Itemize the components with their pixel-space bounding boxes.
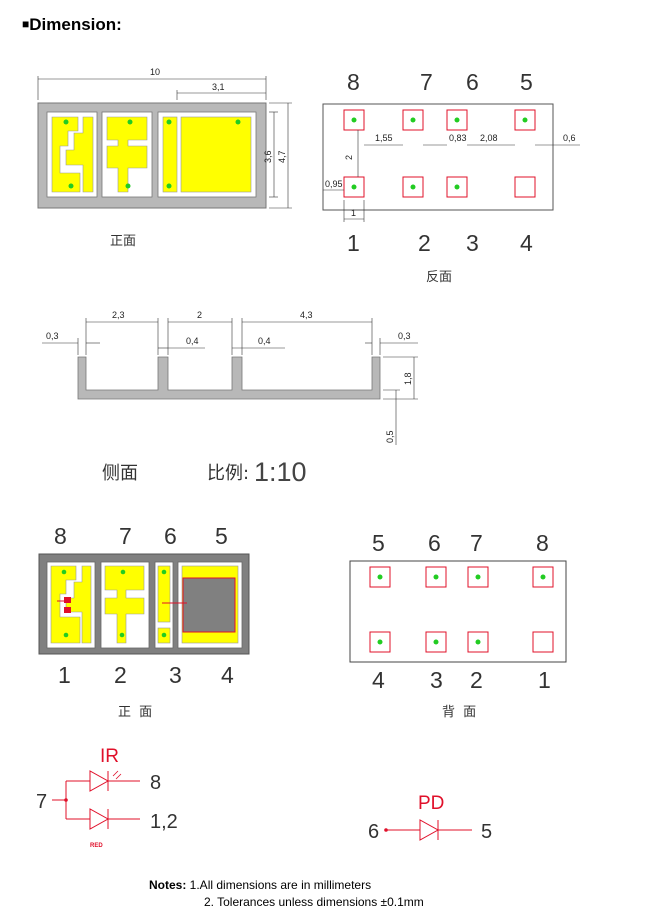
- bottom-view-label: 反面: [426, 270, 452, 285]
- bv-pin-top-1: 8: [347, 69, 360, 95]
- notes-line-2: 2. Tolerances unless dimensions ±0.1mm: [204, 895, 424, 909]
- side-view-label: 侧面: [102, 463, 138, 484]
- fv2-pin-bot-3: 3: [169, 662, 182, 688]
- dim-wall-r: 0,3: [398, 331, 411, 341]
- back-view-label: 背 面: [442, 705, 478, 720]
- bk-pin-top-1: 5: [372, 530, 385, 556]
- top-view: 10 3,1 3,6 4,7 正面: [37, 67, 292, 249]
- fv2-pin-bot-4: 4: [221, 662, 234, 688]
- fv2-pin-top-3: 6: [164, 523, 177, 549]
- dim-div2: 0,4: [258, 336, 271, 346]
- dim-seg1: 2,3: [112, 310, 125, 320]
- side-view: 2,3 2 4,3 0,3 0,3 0,4 0,4 1,8 0,5 侧面 比例:…: [42, 310, 418, 487]
- ir-schematic: IR 7 8 1,2 RED: [36, 746, 178, 849]
- dim-pitch-a: 1,55: [375, 133, 393, 143]
- dim-pad-h: 0,95: [325, 179, 343, 189]
- fv2-pin-top-2: 7: [119, 523, 132, 549]
- notes-line-1: 1.All dimensions are in millimeters: [186, 878, 372, 892]
- bv-pin-bot-2: 2: [418, 230, 431, 256]
- bv-pin-bot-3: 3: [466, 230, 479, 256]
- notes-block: Notes: 1.All dimensions are in millimete…: [149, 877, 424, 911]
- back-view: 5 6 7 8 4 3 2 1 背 面: [349, 530, 567, 720]
- ir-red-note: RED: [90, 843, 103, 849]
- dim-height: 1,8: [403, 372, 413, 385]
- fv2-pin-top-1: 8: [54, 523, 67, 549]
- dim-pad-w: 1: [351, 208, 356, 218]
- pd-pin-right: 5: [481, 821, 492, 843]
- front-view-2-label: 正 面: [118, 705, 154, 720]
- bv-pin-top-4: 5: [520, 69, 533, 95]
- ir-pin-common: 7: [36, 791, 47, 813]
- pd-title: PD: [418, 793, 444, 814]
- dim-seg2: 2: [197, 310, 202, 320]
- fv2-pin-top-4: 5: [215, 523, 228, 549]
- dim-width: 10: [150, 67, 160, 77]
- dim-pitch-b: 0,83: [449, 133, 467, 143]
- bk-pin-bot-2: 3: [430, 667, 443, 693]
- bv-pin-top-2: 7: [420, 69, 433, 95]
- bv-pin-bot-4: 4: [520, 230, 533, 256]
- dim-div1: 0,4: [186, 336, 199, 346]
- fv2-pin-bot-2: 2: [114, 662, 127, 688]
- dim-total-h: 4,7: [277, 150, 287, 163]
- section-title-text: Dimension:: [29, 15, 122, 34]
- dim-row-gap: 2: [344, 155, 354, 160]
- dim-seg3: 4,3: [300, 310, 313, 320]
- dim-pad-width: 3,1: [212, 82, 225, 92]
- bk-pin-top-3: 7: [470, 530, 483, 556]
- dim-floor: 0,5: [385, 430, 395, 443]
- bv-pin-bot-1: 1: [347, 230, 360, 256]
- bk-pin-bot-3: 2: [470, 667, 483, 693]
- fv2-pin-bot-1: 1: [58, 662, 71, 688]
- dim-inner-h: 3,6: [263, 150, 273, 163]
- bottom-view: 1,55 0,83 2,08 0,6 2 0,95 1 8 7 6 5 1 2 …: [322, 69, 580, 285]
- bk-pin-top-2: 6: [428, 530, 441, 556]
- pd-pin-left: 6: [368, 821, 379, 843]
- dim-wall-l: 0,3: [46, 331, 59, 341]
- dim-pitch-c: 2,08: [480, 133, 498, 143]
- bk-pin-bot-1: 4: [372, 667, 385, 693]
- bv-pin-top-3: 6: [466, 69, 479, 95]
- top-view-label: 正面: [110, 234, 136, 249]
- bk-pin-top-4: 8: [536, 530, 549, 556]
- front-view-2: 8 7 6 5 1 2 3 4 正 面: [38, 523, 250, 720]
- ir-pin-bottom: 1,2: [150, 811, 178, 833]
- bk-pin-bot-4: 1: [538, 667, 551, 693]
- notes-heading: Notes:: [149, 878, 187, 892]
- ir-pin-top: 8: [150, 772, 161, 794]
- scale-label: 比例:: [207, 463, 249, 484]
- scale-value: 1:10: [254, 457, 307, 487]
- ir-title: IR: [100, 746, 119, 767]
- section-title: ■Dimension:: [22, 15, 122, 34]
- dim-edge: 0,6: [563, 133, 576, 143]
- pd-schematic: PD 6 5: [368, 793, 492, 843]
